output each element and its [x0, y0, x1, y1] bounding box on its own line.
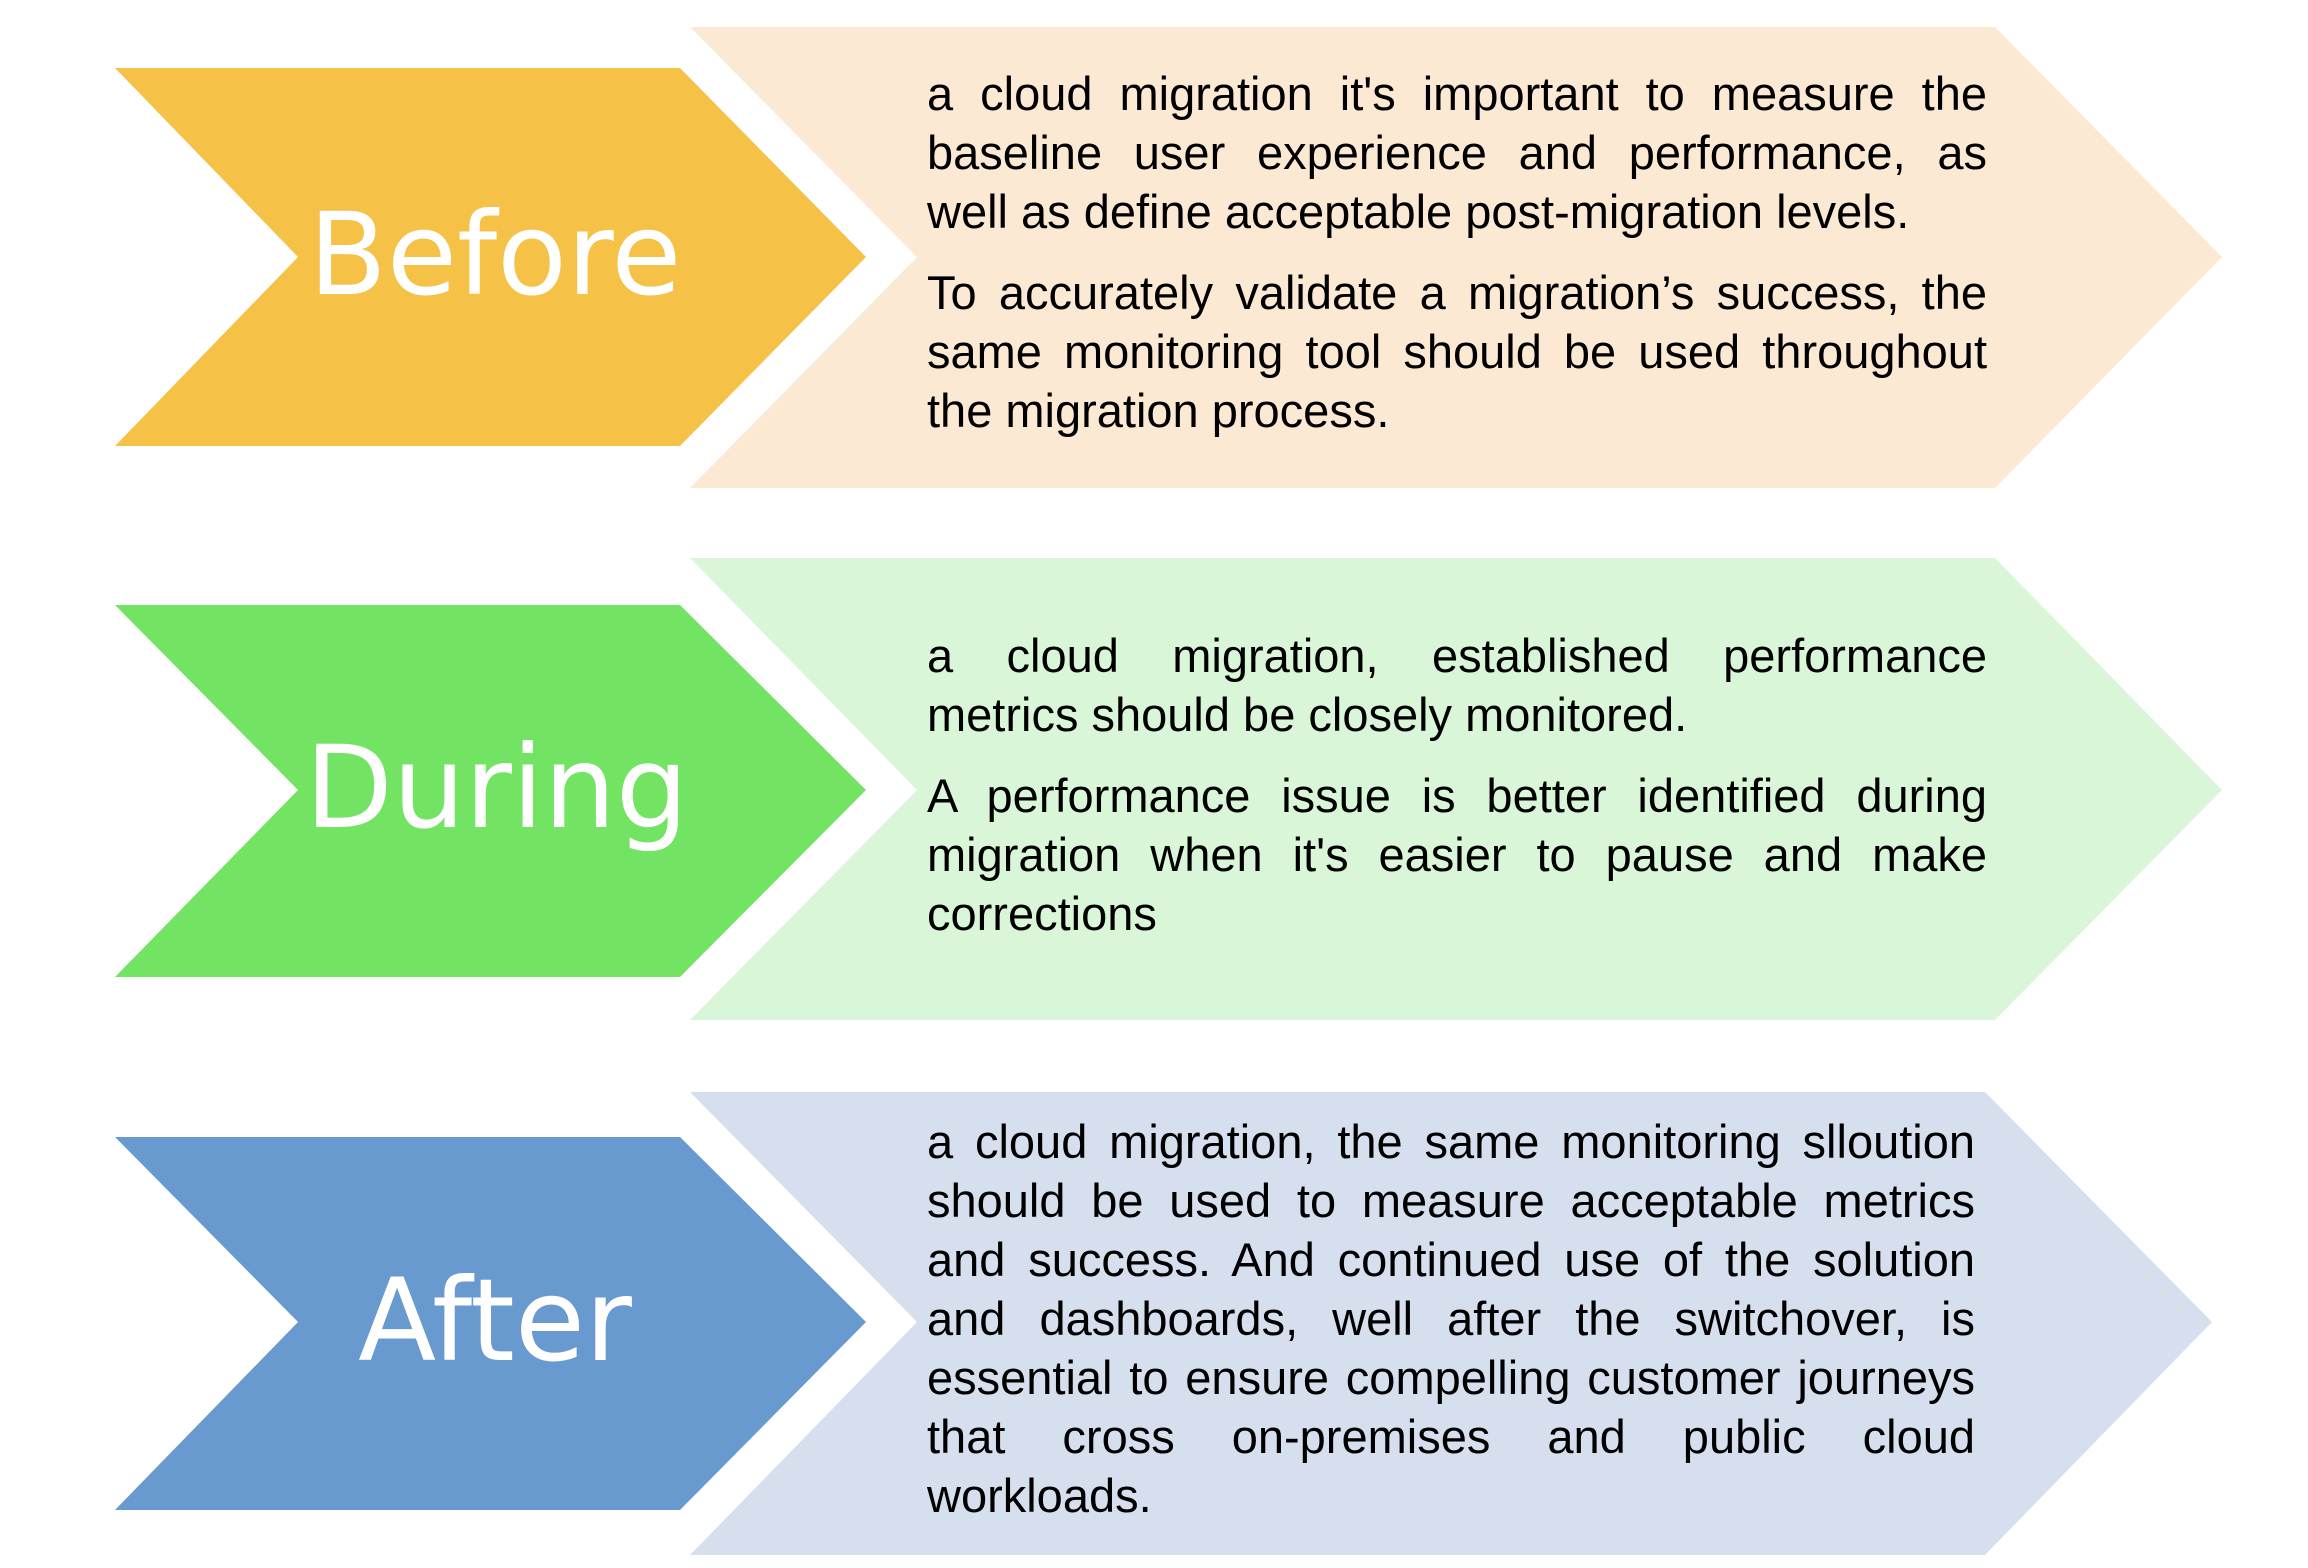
before-paragraph-1: a cloud migration it's important to meas… [927, 67, 1987, 238]
after-chevron [115, 1137, 866, 1510]
after-paragraph-1: a cloud migration, the same monitoring s… [927, 1115, 1975, 1522]
before-label: Before [308, 188, 682, 321]
during-description: a cloud migration, established performan… [927, 626, 1987, 943]
before-paragraph-2: To accurately validate a migration’s suc… [927, 266, 1987, 437]
after-description-panel [690, 1092, 2212, 1555]
during-chevron [115, 605, 866, 977]
during-label: During [305, 721, 689, 854]
after-description: a cloud migration, the same monitoring s… [927, 1112, 1975, 1525]
during-paragraph-1: a cloud migration, established performan… [927, 629, 1987, 741]
before-chevron [115, 68, 866, 446]
during-description-panel [690, 558, 2222, 1020]
during-paragraph-2: A performance issue is better identified… [927, 769, 1987, 940]
before-description: a cloud migration it's important to meas… [927, 64, 1987, 440]
after-label: After [358, 1254, 632, 1387]
before-description-panel [690, 27, 2222, 488]
